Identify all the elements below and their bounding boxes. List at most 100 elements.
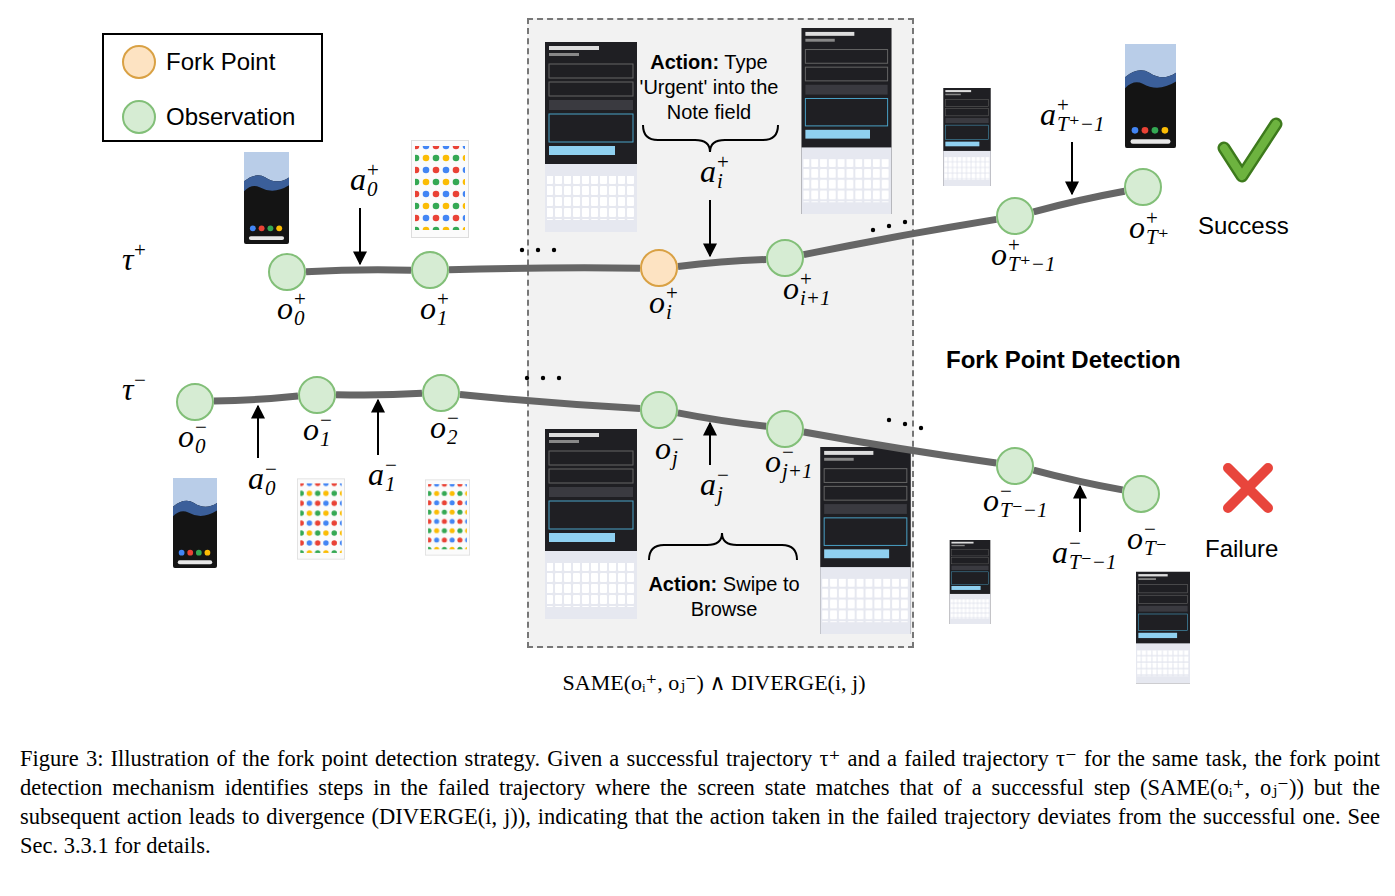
dot (871, 228, 875, 232)
trajectory-line (214, 396, 298, 401)
observation-node: o−j (640, 391, 678, 429)
action-arrow (709, 423, 711, 465)
math-base: o (649, 286, 665, 318)
math-base: a (368, 458, 384, 490)
node-label: o−2 (430, 411, 459, 443)
action-text: Action: Type 'Urgent' into the Note fiel… (634, 50, 784, 125)
math-superscript: − (320, 410, 332, 431)
observation-node: o+0 (268, 253, 306, 291)
math-subscript: T⁻−1 (1069, 552, 1116, 573)
dot (557, 376, 561, 380)
observation-node: o+T⁺−1 (996, 197, 1034, 235)
math-base: o (783, 272, 799, 304)
math-subscript: 0 (195, 436, 206, 457)
node-label: o−T⁻−1 (983, 484, 1047, 516)
dot (520, 248, 524, 252)
trajectory-line (1034, 470, 1123, 490)
math-subscript: T⁺ (1146, 227, 1169, 248)
math-superscript: − (717, 465, 729, 486)
math-superscript: − (672, 429, 684, 450)
math-base: o (1129, 211, 1145, 243)
math-base: o (303, 413, 319, 445)
action-arrow (377, 400, 379, 455)
math-superscript: − (447, 408, 459, 429)
node-label: o+1 (420, 292, 449, 324)
math-superscript: + (800, 269, 812, 290)
node-label: o+i+1 (783, 272, 831, 304)
screenshot (1125, 44, 1176, 148)
action-symbol: a−0 (248, 462, 277, 494)
dot (919, 426, 923, 430)
dot (525, 376, 529, 380)
math-superscript: + (666, 283, 678, 304)
math-subscript: 2 (447, 427, 458, 448)
math-subscript: 0 (367, 179, 378, 200)
math-subscript: i (666, 302, 672, 323)
math-superscript: + (1146, 208, 1158, 229)
math-superscript: + (717, 152, 729, 173)
legend-swatch (122, 100, 156, 134)
math-subscript: T⁻ (1144, 538, 1167, 559)
observation-node: o−1 (298, 376, 336, 414)
math-superscript: + (1057, 95, 1069, 116)
outcome-label: Success (1198, 212, 1289, 241)
legend-text: Observation (166, 103, 295, 131)
action-symbol: a−1 (368, 458, 397, 490)
figure-caption: Figure 3: Illustration of the fork point… (20, 744, 1380, 860)
action-text: Action: Swipe to Browse (644, 572, 804, 622)
math-base: τ (122, 243, 133, 275)
screenshot (244, 152, 289, 244)
math-superscript: − (1144, 519, 1156, 540)
observation-node: o+i+1 (766, 239, 804, 277)
math-superscript: + (294, 289, 306, 310)
math-superscript: + (134, 240, 146, 261)
screenshot (297, 479, 344, 559)
trajectory-symbol: τ− (122, 373, 146, 405)
dot (536, 248, 540, 252)
node-label: o−1 (303, 413, 332, 445)
node-label: o−j+1 (765, 445, 813, 477)
action-arrow (1071, 142, 1073, 194)
math-superscript: − (1000, 481, 1012, 502)
trajectory-line (336, 393, 422, 395)
math-superscript: − (782, 442, 794, 463)
math-subscript: j (717, 484, 723, 505)
node-label: o−0 (178, 420, 207, 452)
node-label: o+i (649, 286, 678, 318)
legend-swatch (122, 45, 156, 79)
math-base: a (1052, 536, 1068, 568)
math-subscript: T⁺−1 (1057, 114, 1104, 135)
screenshot (412, 141, 469, 238)
formula-text: SAME(oᵢ⁺, oⱼ⁻) ∧ DIVERGE(i, j) (563, 670, 866, 695)
math-base: a (700, 155, 716, 187)
screenshot (425, 480, 469, 555)
math-subscript: 0 (294, 308, 305, 329)
action-heading: Action: (648, 573, 717, 595)
screenshot (950, 540, 991, 624)
check-mark (1224, 124, 1276, 176)
math-subscript: j (672, 448, 678, 469)
dot (887, 224, 891, 228)
screenshot (943, 88, 990, 186)
observation-node: o−T⁻−1 (996, 447, 1034, 485)
check-mark (1224, 124, 1276, 176)
trajectory-line (306, 270, 411, 272)
math-subscript: i+1 (800, 288, 831, 309)
action-symbol: a−j (700, 468, 729, 500)
action-symbol: a+0 (350, 163, 379, 195)
screenshot (173, 478, 217, 568)
math-base: o (277, 292, 293, 324)
dot (903, 422, 907, 426)
math-subscript: 0 (265, 478, 276, 499)
math-subscript: 1 (437, 308, 448, 329)
screenshot (801, 28, 891, 214)
action-arrow (709, 200, 711, 256)
math-superscript: + (1008, 235, 1020, 256)
observation-node: o−j+1 (766, 410, 804, 448)
observation-node: o−2 (422, 374, 460, 412)
math-superscript: − (195, 417, 207, 438)
cross-mark (1228, 468, 1268, 508)
node-label: o−T⁻ (1127, 522, 1167, 554)
math-base: o (983, 484, 999, 516)
